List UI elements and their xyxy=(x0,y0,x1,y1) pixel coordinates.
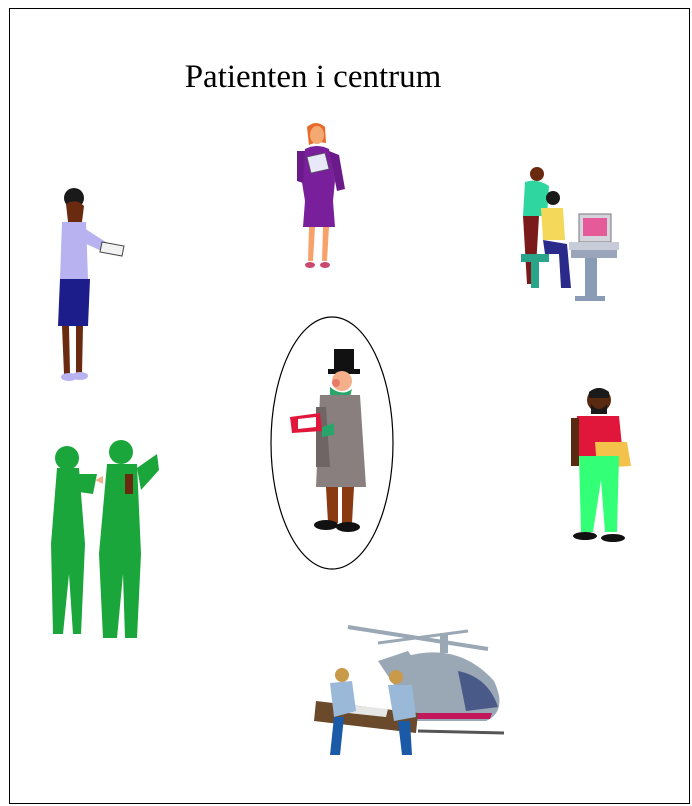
surgeons-icon xyxy=(51,440,159,638)
patient-oval xyxy=(270,316,394,570)
man-with-folder-icon xyxy=(571,388,631,542)
slide-title: Patienten i centrum xyxy=(184,59,442,95)
slide-frame: Patienten i centrum xyxy=(9,8,690,804)
office-workers-icon xyxy=(521,167,619,301)
businesswoman-icon xyxy=(297,123,345,268)
nurse-clipboard-icon xyxy=(58,188,125,381)
rescue-helicopter-icon xyxy=(314,625,505,755)
patient-icon xyxy=(290,349,366,532)
